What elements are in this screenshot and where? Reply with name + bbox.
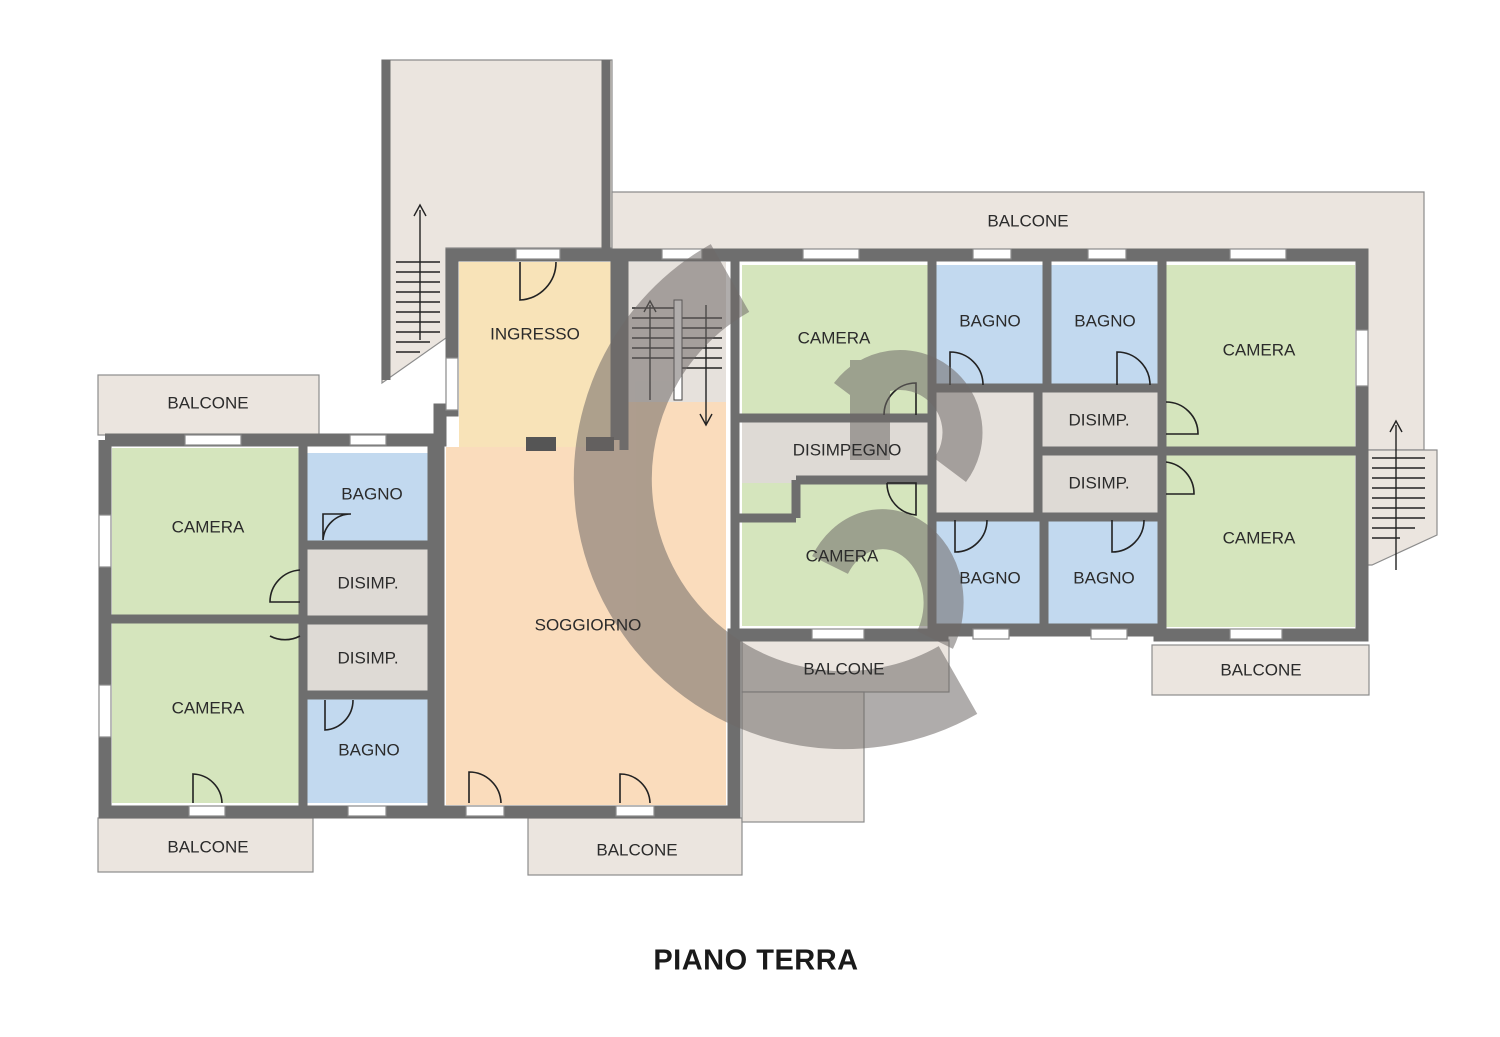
room-label: BAGNO — [341, 484, 402, 503]
window — [802, 248, 860, 260]
window — [98, 514, 112, 568]
camera-left-bottom — [112, 623, 300, 803]
room-label: BALCONE — [987, 211, 1068, 230]
door — [468, 771, 502, 804]
camera-top-right — [1166, 265, 1355, 447]
window — [465, 805, 505, 817]
window — [445, 357, 459, 411]
disimp-left-2 — [307, 624, 428, 692]
door — [954, 519, 988, 553]
door — [619, 773, 651, 804]
window — [184, 434, 242, 446]
room-label: DISIMP. — [337, 573, 398, 592]
balcone-bottom-area — [527, 817, 743, 876]
room-label: BAGNO — [959, 311, 1020, 330]
bagno-top-2 — [1051, 265, 1158, 385]
pier — [526, 437, 556, 451]
room-label: DISIMP. — [1068, 473, 1129, 492]
window — [1355, 329, 1369, 387]
disimp-left-1 — [307, 548, 428, 616]
door — [1111, 519, 1145, 553]
bagno-top-1 — [936, 265, 1044, 385]
room-label: BALCONE — [596, 840, 677, 859]
window — [98, 684, 112, 738]
room-label: BALCONE — [167, 393, 248, 412]
door — [949, 351, 984, 386]
watermark-logo — [573, 244, 983, 750]
window — [615, 805, 655, 817]
room-label: DISIMP. — [1068, 410, 1129, 429]
room-label: BALCONE — [803, 659, 884, 678]
camera-left-top — [112, 448, 300, 615]
window — [349, 434, 387, 446]
stairs-right — [1372, 419, 1425, 570]
room-label: CAMERA — [798, 328, 871, 347]
window — [188, 805, 226, 817]
window — [1087, 248, 1127, 260]
room-label: BALCONE — [167, 837, 248, 856]
door — [322, 513, 352, 541]
room-label: CAMERA — [172, 698, 245, 717]
room-label: BAGNO — [1074, 311, 1135, 330]
window — [1229, 628, 1283, 640]
balcone-right-area — [1151, 644, 1370, 696]
room-label: INGRESSO — [490, 324, 580, 343]
disimp-right-2 — [1041, 455, 1158, 513]
window — [1229, 248, 1287, 260]
window — [1090, 628, 1128, 640]
balcone-left-bottom-area — [97, 817, 314, 873]
door — [324, 699, 354, 731]
door — [519, 261, 557, 301]
room-label: BAGNO — [959, 568, 1020, 587]
door — [886, 482, 917, 516]
room-label: CAMERA — [1223, 528, 1296, 547]
room-label: BAGNO — [1073, 568, 1134, 587]
room-label: DISIMP. — [337, 648, 398, 667]
window — [972, 628, 1010, 640]
room-label: CAMERA — [806, 546, 879, 565]
room-label: CAMERA — [1223, 340, 1296, 359]
plan-title: PIANO TERRA — [653, 945, 858, 977]
door — [192, 773, 223, 804]
window — [811, 628, 865, 640]
door — [1165, 461, 1195, 495]
stairs-left — [396, 203, 440, 353]
door — [269, 569, 301, 603]
window — [515, 248, 561, 260]
door — [1116, 351, 1151, 386]
window — [347, 805, 387, 817]
room-labels: BALCONE INGRESSO SOGGIORNO CAMERA BAGNO … — [167, 211, 1301, 859]
room-label: BAGNO — [338, 740, 399, 759]
windows — [98, 248, 1369, 817]
disimp-right-1 — [1041, 392, 1158, 447]
door — [269, 635, 301, 641]
camera-right-lower — [1166, 455, 1355, 627]
window — [972, 248, 1012, 260]
room-label: DISIMPEGNO — [793, 440, 902, 459]
room-label: SOGGIORNO — [535, 615, 642, 634]
door — [1165, 401, 1199, 435]
room-label: CAMERA — [172, 517, 245, 536]
room-label: BALCONE — [1220, 660, 1301, 679]
disimpegno-hall — [742, 420, 928, 480]
bagno-left-bottom — [307, 698, 428, 803]
